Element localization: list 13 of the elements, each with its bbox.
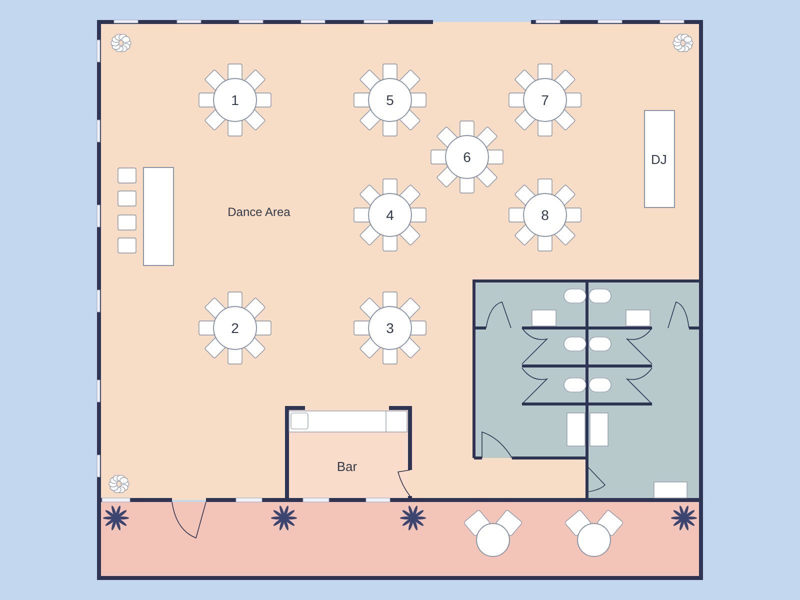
room-label: DJ <box>651 152 667 166</box>
table-number: 7 <box>541 92 549 108</box>
table-number: 3 <box>386 320 394 336</box>
area-label: Dance Area <box>228 205 290 219</box>
table-number: 2 <box>231 320 239 336</box>
table-number: 1 <box>231 92 239 108</box>
table-number: 4 <box>386 207 394 223</box>
table-number: 5 <box>386 92 394 108</box>
table-number: 8 <box>541 207 549 223</box>
table <box>142 166 174 266</box>
table <box>644 110 674 208</box>
room-label: Bar <box>336 458 358 474</box>
table-number: 6 <box>463 149 471 165</box>
